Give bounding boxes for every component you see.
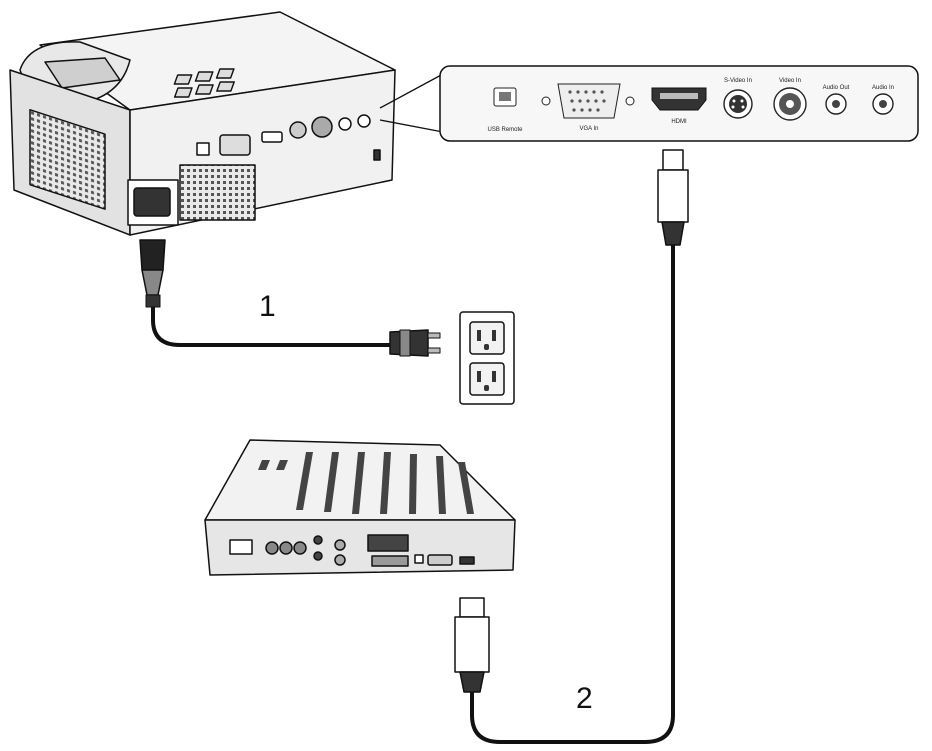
port-label-usb-remote: USB Remote [487, 127, 523, 133]
port-label-hdmi: HDMI [671, 119, 687, 125]
screw-icon [625, 96, 635, 106]
port-label-audio-in: Audio In [872, 85, 894, 91]
projector [9, 11, 396, 236]
wall-outlet [459, 311, 515, 405]
video-in-port-icon [773, 87, 807, 121]
callout-number-2: 2 [576, 682, 593, 715]
audio-in-port-icon [872, 93, 894, 115]
power-cable [139, 239, 441, 357]
screw-icon [541, 96, 551, 106]
callout-number-1: 1 [259, 290, 276, 323]
s-video-in-port-icon [723, 89, 753, 119]
set-top-box [204, 439, 516, 576]
hdmi-port-icon [651, 87, 707, 111]
port-panel: USB Remote VGA In HDMI S-Video In Video … [439, 65, 919, 142]
zoom-leader [379, 73, 444, 133]
port-label-s-video-in: S-Video In [724, 78, 752, 84]
audio-out-port-icon [825, 93, 847, 115]
port-label-video-in: Video In [779, 78, 801, 84]
vga-in-port-icon [557, 83, 621, 119]
port-label-audio-out: Audio Out [823, 85, 850, 91]
port-label-vga-in: VGA In [579, 126, 598, 132]
hdmi-cable [454, 149, 689, 744]
usb-remote-port-icon [493, 87, 517, 107]
